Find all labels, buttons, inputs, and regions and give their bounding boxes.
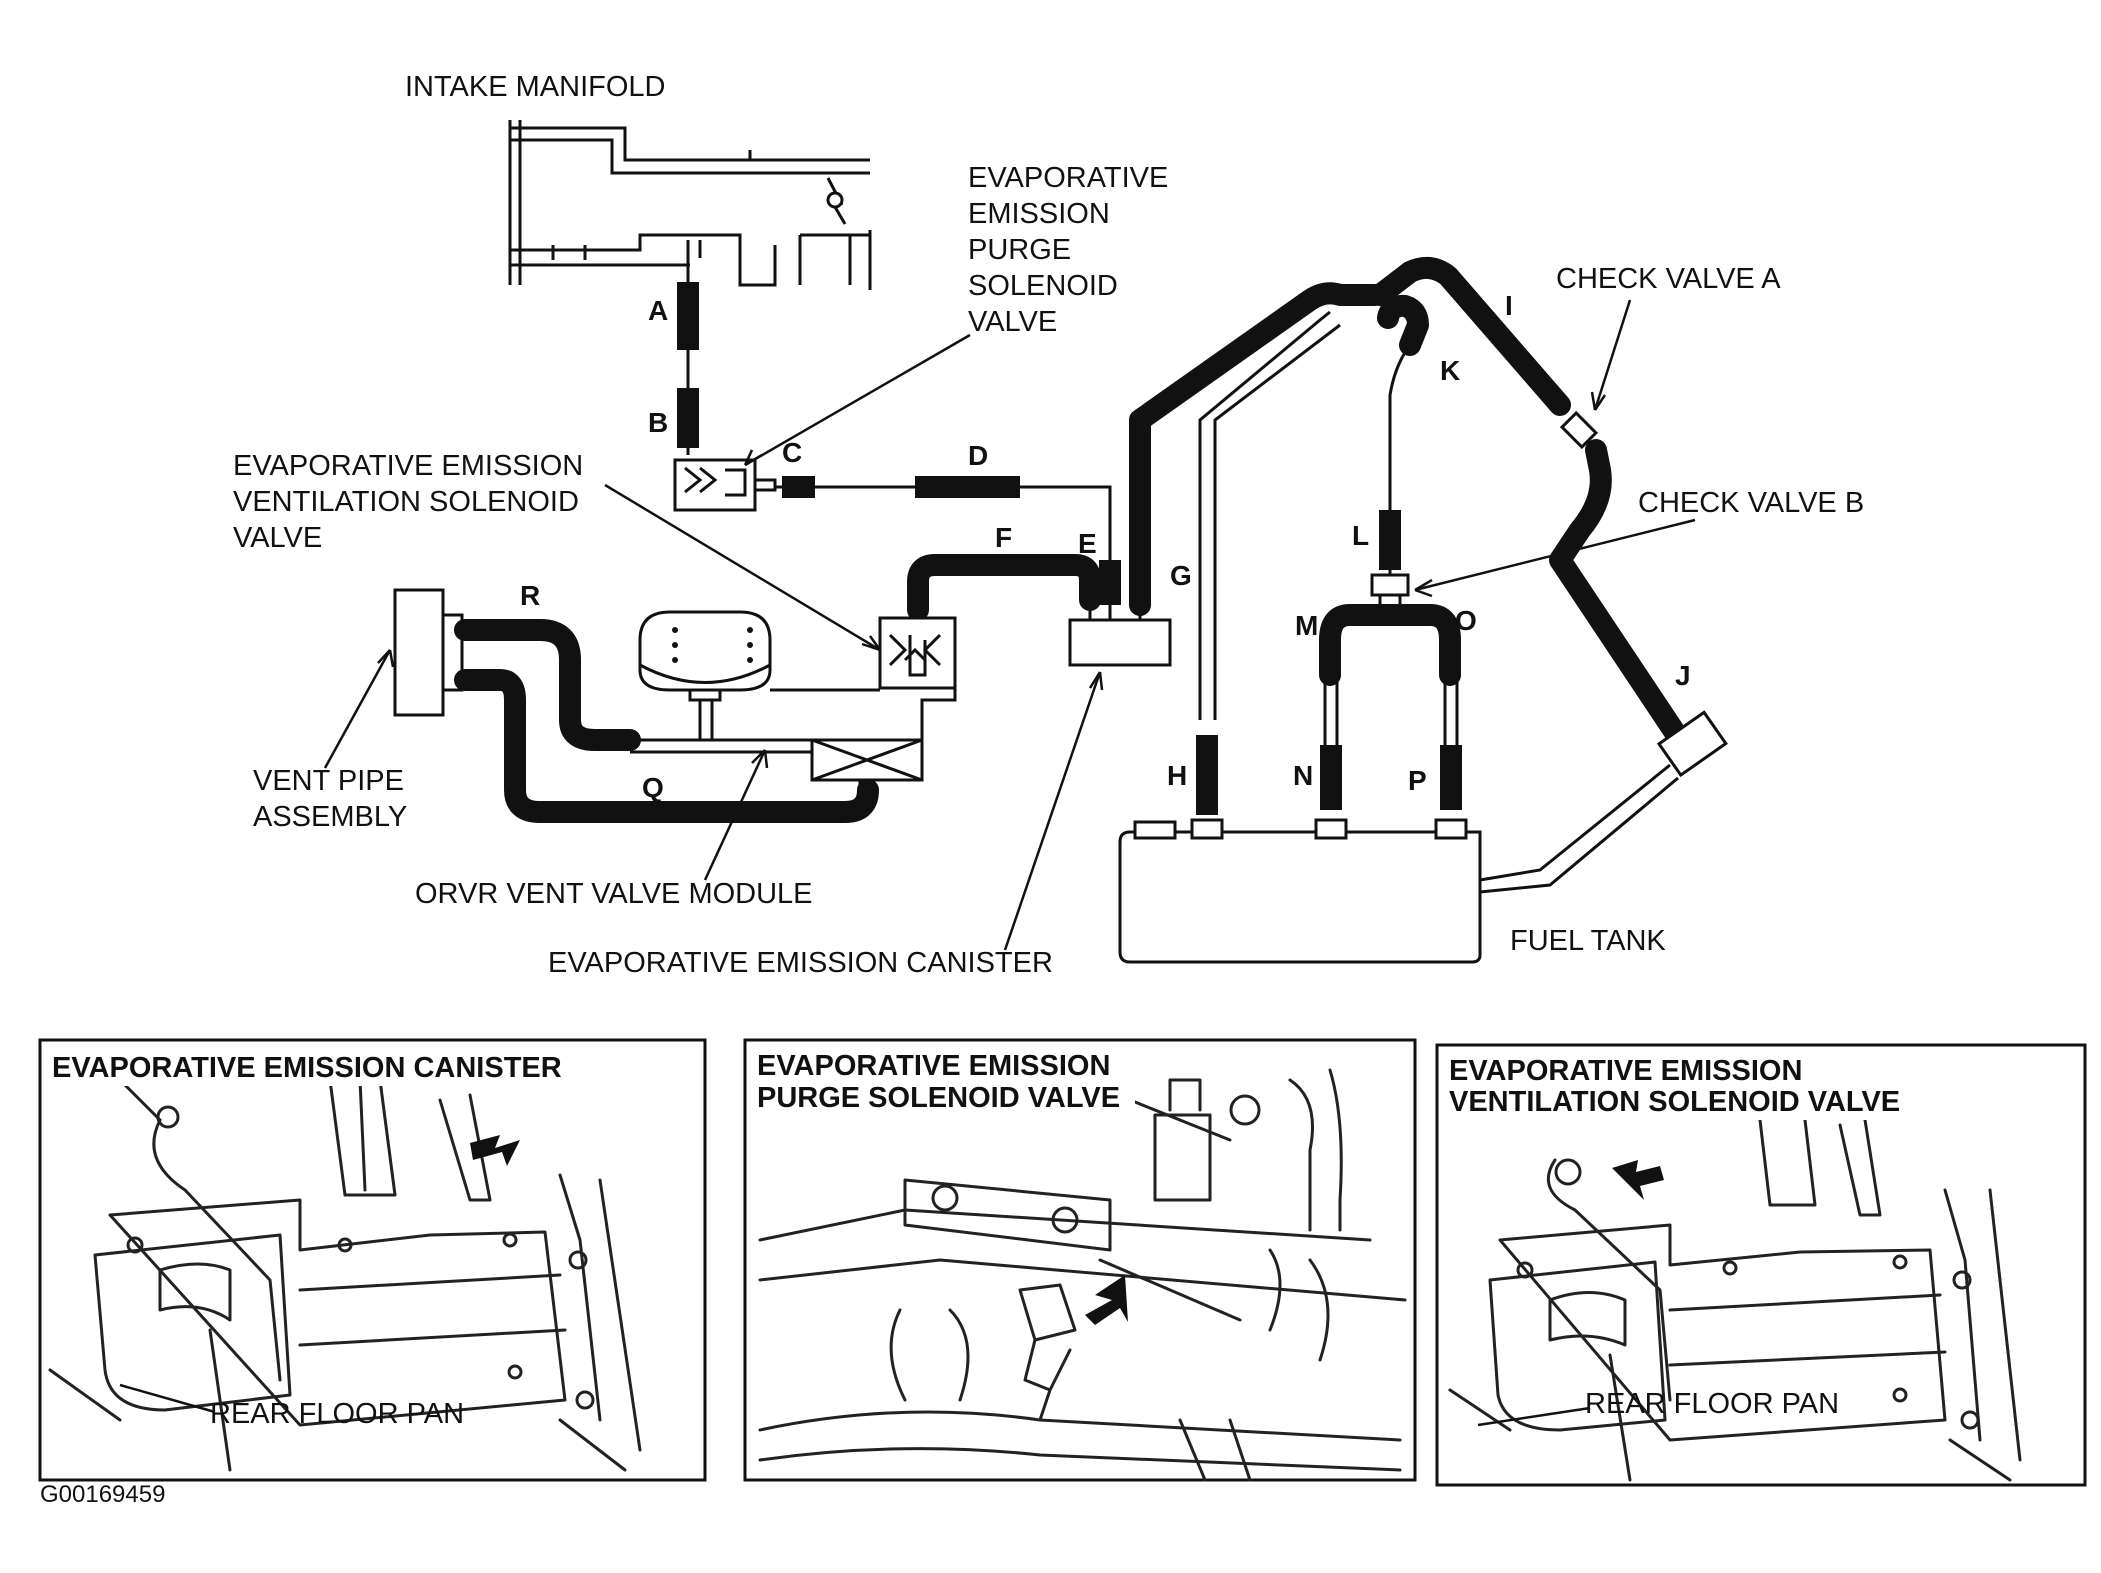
- hose-letter-r: R: [520, 580, 540, 611]
- panel-canister: EVAPORATIVE EMISSION CANISTER REAR FLOOR…: [38, 1038, 707, 1482]
- fuel-tank: [1118, 818, 1482, 964]
- label-vent-solenoid-1: EVAPORATIVE EMISSION: [233, 450, 583, 482]
- label-purge-valve-2: EMISSION: [968, 198, 1110, 230]
- label-vent-solenoid-3: VALVE: [233, 522, 322, 554]
- label-check-valve-a: CHECK VALVE A: [1556, 263, 1781, 295]
- tank-inlet-box: [1656, 710, 1728, 778]
- hose-letter-k: K: [1440, 355, 1460, 386]
- panel-3-callout: REAR FLOOR PAN: [1585, 1388, 1839, 1420]
- label-canister: EVAPORATIVE EMISSION CANISTER: [548, 947, 1053, 979]
- hose-letter-g: G: [1170, 560, 1192, 591]
- hose-g: [1129, 282, 1386, 616]
- intake-manifold: [508, 120, 872, 290]
- hose-r: [454, 619, 641, 751]
- vent-solenoid-valve: [878, 616, 957, 690]
- hose-letter-l: L: [1352, 520, 1369, 551]
- panel-1-title: EVAPORATIVE EMISSION CANISTER: [52, 1052, 562, 1084]
- purge-solenoid-valve: [673, 458, 777, 512]
- label-intake-manifold: INTAKE MANIFOLD: [405, 71, 666, 103]
- label-vent-solenoid-2: VENTILATION SOLENOID: [233, 486, 579, 518]
- panel-vent-solenoid: EVAPORATIVE EMISSION VENTILATION SOLENOI…: [1435, 1043, 2087, 1487]
- panel-2-title-2: PURGE SOLENOID VALVE: [757, 1082, 1120, 1114]
- hose-k: [1377, 294, 1429, 356]
- hose-letter-i: I: [1505, 290, 1513, 321]
- orvr-vent-valve-module: [630, 610, 957, 795]
- hose-letter-d: D: [968, 440, 988, 471]
- hose-letter-b: B: [648, 407, 668, 438]
- hose-o: [1379, 604, 1461, 686]
- hose-q: [454, 669, 879, 823]
- hose-letter-q: Q: [642, 772, 664, 803]
- panel-3-title-1: EVAPORATIVE EMISSION: [1449, 1055, 1802, 1087]
- hose-letter-a: A: [648, 295, 668, 326]
- hose-letter-m: M: [1295, 610, 1318, 641]
- hose-letter-o: O: [1455, 605, 1477, 636]
- hose-i: [1369, 256, 1571, 416]
- panel-1-callout: REAR FLOOR PAN: [210, 1398, 464, 1430]
- hose-j: [1549, 439, 1691, 751]
- panel-2-title-1: EVAPORATIVE EMISSION: [757, 1050, 1110, 1082]
- hose-m: [1319, 604, 1401, 686]
- vent-pipe-assembly: [393, 588, 464, 717]
- label-orvr: ORVR VENT VALVE MODULE: [415, 878, 813, 910]
- check-valve-a: [1559, 410, 1599, 450]
- figure-code: G00169459: [40, 1481, 165, 1508]
- label-check-valve-b: CHECK VALVE B: [1638, 487, 1864, 519]
- label-purge-valve-4: SOLENOID: [968, 270, 1118, 302]
- hose-letter-f: F: [995, 522, 1012, 553]
- label-vent-pipe-2: ASSEMBLY: [253, 801, 407, 833]
- hose-letter-j: J: [1675, 660, 1691, 691]
- hose-letter-e: E: [1078, 528, 1097, 559]
- label-purge-valve-3: PURGE: [968, 234, 1071, 266]
- hose-f: [907, 554, 1101, 621]
- panel-3-title-2: VENTILATION SOLENOID VALVE: [1449, 1086, 1900, 1118]
- label-purge-valve-1: EVAPORATIVE: [968, 162, 1168, 194]
- label-purge-valve-5: VALVE: [968, 306, 1057, 338]
- hose-letter-n: N: [1293, 760, 1313, 791]
- label-fuel-tank: FUEL TANK: [1510, 925, 1666, 957]
- hose-letter-c: C: [782, 437, 802, 468]
- hose-letter-h: H: [1167, 760, 1187, 791]
- panel-purge-valve: EVAPORATIVE EMISSION PURGE SOLENOID VALV…: [743, 1038, 1417, 1482]
- label-vent-pipe-1: VENT PIPE: [253, 765, 404, 797]
- hose-letter-p: P: [1408, 765, 1427, 796]
